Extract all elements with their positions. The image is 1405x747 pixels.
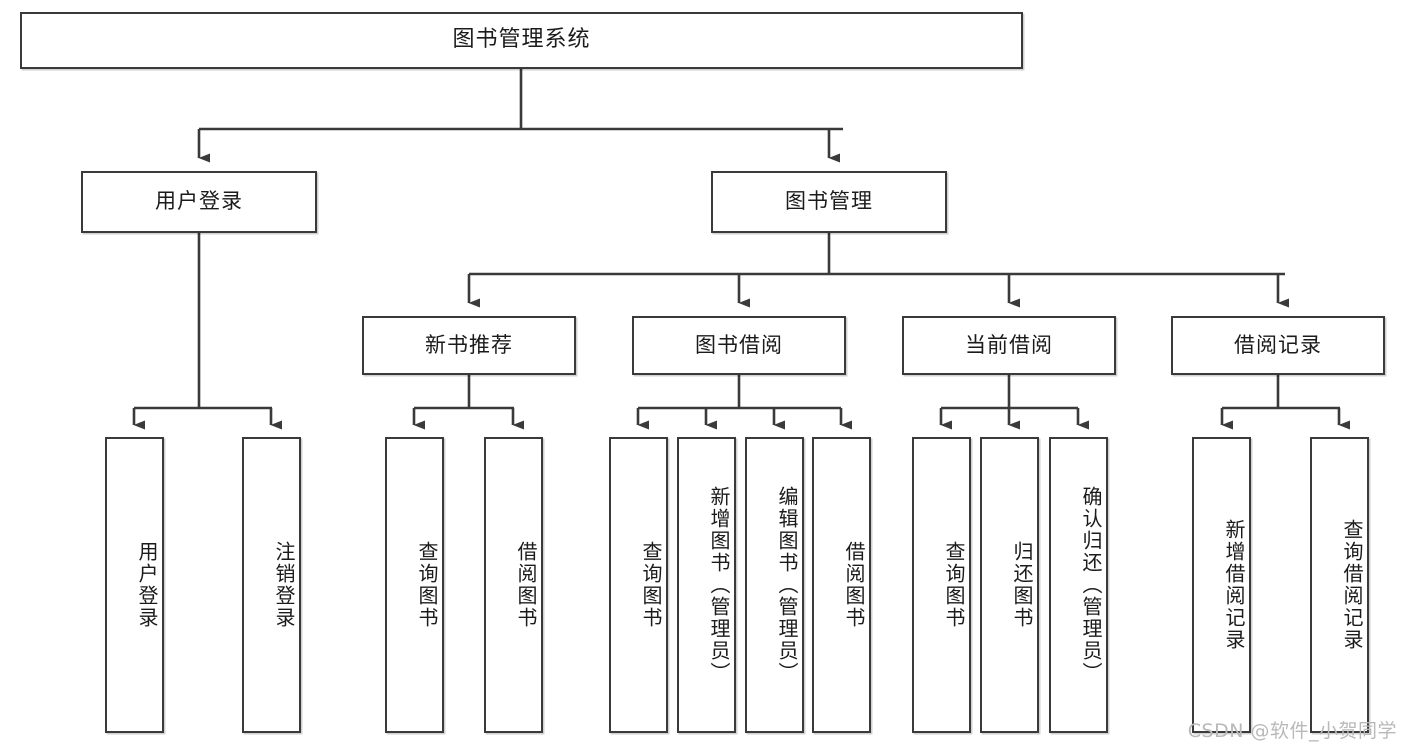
leaf-logout[interactable]: 注销登录 (242, 437, 301, 733)
node-borrow-record-label: 借阅记录 (1234, 332, 1322, 357)
leaf-user-login[interactable]: 用户登录 (105, 437, 164, 733)
leaf-edit-book[interactable]: 编辑图书（管理员） (745, 437, 804, 733)
leaf-confirm-return-label: 确认归还（管理员） (1079, 486, 1103, 684)
node-new-book-recommend-label: 新书推荐 (425, 332, 513, 357)
node-borrow-record[interactable]: 借阅记录 (1171, 316, 1385, 375)
node-new-book-recommend[interactable]: 新书推荐 (362, 316, 576, 375)
watermark: CSDN @软件_小贺同学 (1187, 720, 1397, 742)
leaf-return-book[interactable]: 归还图书 (980, 437, 1039, 733)
leaf-add-record[interactable]: 新增借阅记录 (1192, 437, 1251, 733)
leaf-query-record-label: 查询借阅记录 (1340, 519, 1364, 651)
node-current-borrow-label: 当前借阅 (965, 332, 1053, 357)
node-book-borrow[interactable]: 图书借阅 (632, 316, 846, 375)
leaf-add-record-label: 新增借阅记录 (1222, 519, 1246, 651)
leaf-query-book-2[interactable]: 查询图书 (609, 437, 668, 733)
node-current-borrow[interactable]: 当前借阅 (902, 316, 1116, 375)
leaf-add-book-label: 新增图书（管理员） (707, 486, 731, 684)
leaf-confirm-return[interactable]: 确认归还（管理员） (1049, 437, 1108, 733)
leaf-user-login-label: 用户登录 (135, 541, 159, 629)
leaf-add-book[interactable]: 新增图书（管理员） (677, 437, 736, 733)
node-root-label: 图书管理系统 (452, 27, 591, 53)
leaf-query-book-1[interactable]: 查询图书 (385, 437, 444, 733)
leaf-query-book-1-label: 查询图书 (415, 541, 439, 629)
leaf-query-book-2-label: 查询图书 (639, 541, 663, 629)
leaf-borrow-book-2-label: 借阅图书 (842, 541, 866, 629)
node-root[interactable]: 图书管理系统 (20, 12, 1023, 69)
leaf-query-record[interactable]: 查询借阅记录 (1310, 437, 1369, 733)
node-book-manage-label: 图书管理 (785, 189, 873, 214)
leaf-query-book-3-label: 查询图书 (942, 541, 966, 629)
node-user-login-label: 用户登录 (155, 189, 243, 214)
leaf-borrow-book-2[interactable]: 借阅图书 (812, 437, 871, 733)
leaf-borrow-book-1[interactable]: 借阅图书 (484, 437, 543, 733)
node-book-borrow-label: 图书借阅 (695, 332, 783, 357)
leaf-return-book-label: 归还图书 (1010, 541, 1034, 629)
leaf-query-book-3[interactable]: 查询图书 (912, 437, 971, 733)
leaf-borrow-book-1-label: 借阅图书 (514, 541, 538, 629)
node-book-manage[interactable]: 图书管理 (711, 171, 947, 233)
leaf-edit-book-label: 编辑图书（管理员） (775, 486, 799, 684)
node-user-login[interactable]: 用户登录 (81, 171, 317, 233)
leaf-logout-label: 注销登录 (272, 541, 296, 629)
